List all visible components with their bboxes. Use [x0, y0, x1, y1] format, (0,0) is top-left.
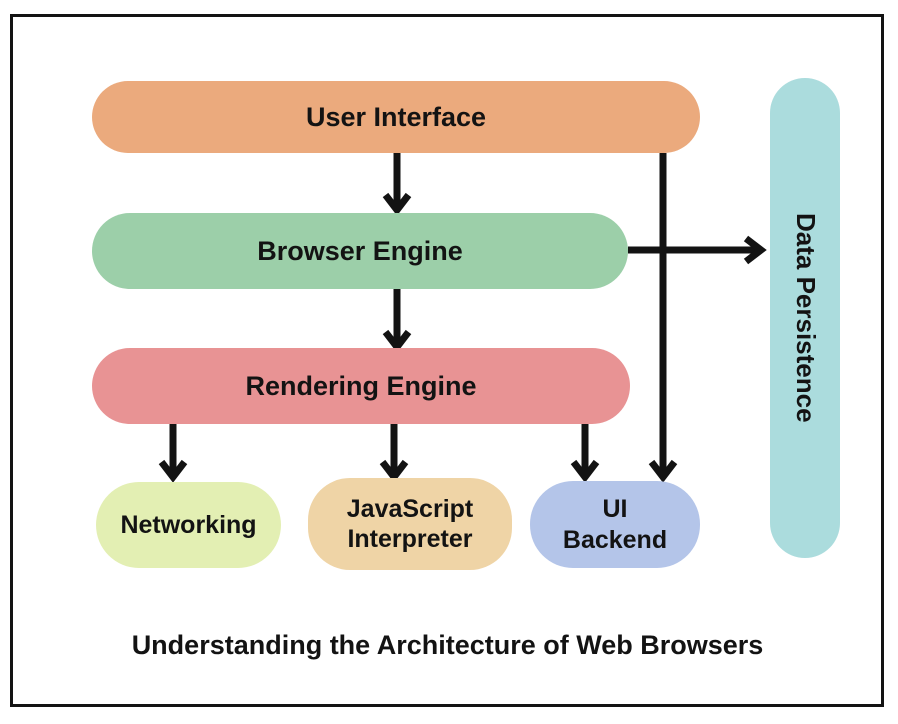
node-data-persistence-label: Data Persistence	[790, 213, 821, 423]
diagram-caption: Understanding the Architecture of Web Br…	[131, 630, 764, 660]
node-data-persistence: Data Persistence	[770, 78, 840, 558]
node-rendering-engine-label: Rendering Engine	[245, 370, 477, 401]
node-browser-engine: Browser Engine	[92, 213, 628, 289]
node-user-interface-label: User Interface	[305, 101, 487, 132]
node-networking: Networking	[96, 482, 281, 568]
node-ui-backend: UI Backend	[530, 481, 700, 568]
node-user-interface: User Interface	[92, 81, 700, 153]
node-browser-engine-label: Browser Engine	[257, 235, 463, 266]
node-javascript-interpreter: JavaScript Interpreter	[308, 478, 512, 570]
node-rendering-engine: Rendering Engine	[92, 348, 630, 424]
node-ui-backend-label: UI Backend	[562, 495, 668, 554]
node-javascript-interpreter-label: JavaScript Interpreter	[346, 494, 474, 554]
node-networking-label: Networking	[120, 510, 257, 539]
